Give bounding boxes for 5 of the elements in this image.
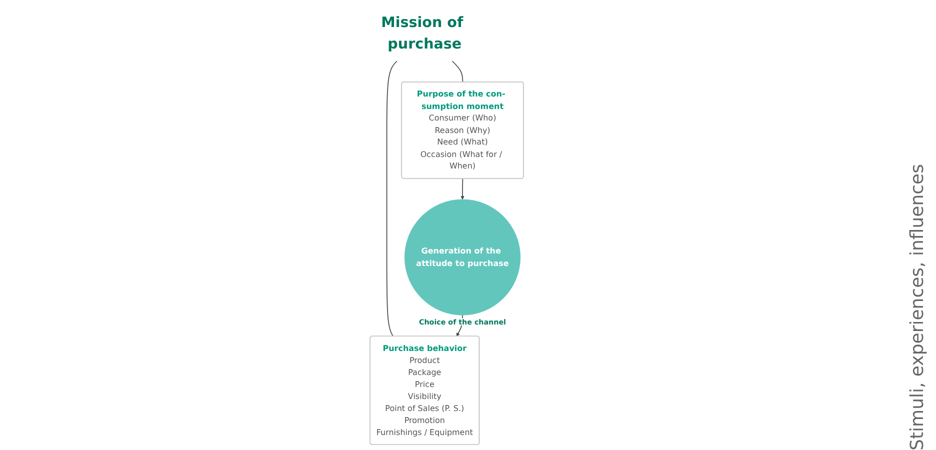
- node-text: Mission of purchase: [380, 14, 463, 52]
- connector: [386, 60, 398, 337]
- arrow: [460, 178, 464, 200]
- side-note: Stimuli, experiences, influences: [907, 162, 928, 450]
- connector: [451, 60, 463, 83]
